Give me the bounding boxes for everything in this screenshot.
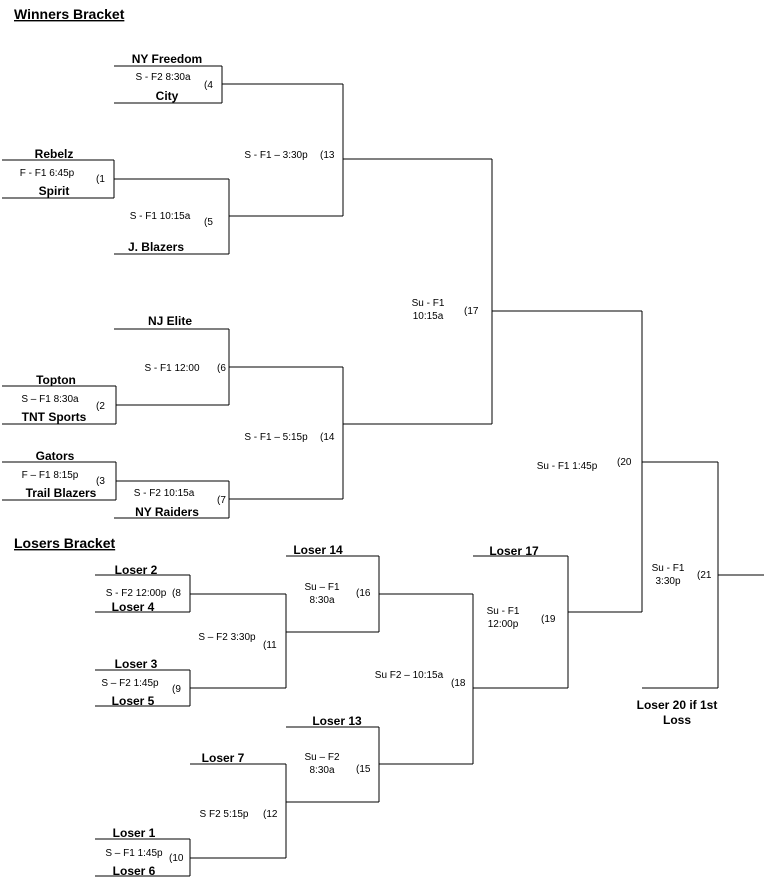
game-12-number: (12 bbox=[263, 809, 278, 820]
game-3-number: (3 bbox=[96, 476, 105, 487]
game-16-time-line1: Su – F1 bbox=[304, 582, 339, 593]
team-nj-elite: NJ Elite bbox=[148, 314, 192, 328]
game-15-number: (15 bbox=[356, 764, 371, 775]
game-10-time: S – F1 1:45p bbox=[105, 848, 163, 859]
losers-bracket-lines bbox=[95, 555, 718, 877]
game-17-time-line1: Su - F1 bbox=[412, 298, 445, 309]
game-16-number: (16 bbox=[356, 588, 371, 599]
team-gators: Gators bbox=[36, 449, 75, 463]
winners-bracket-lines bbox=[2, 65, 764, 688]
team-loser-1: Loser 1 bbox=[113, 826, 156, 840]
game-16-time-line2: 8:30a bbox=[309, 595, 334, 606]
game-4-time: S - F2 8:30a bbox=[135, 72, 190, 83]
game-9-number: (9 bbox=[172, 684, 181, 695]
game-7-number: (7 bbox=[217, 495, 226, 506]
team-loser-13: Loser 13 bbox=[312, 714, 362, 728]
team-spirit: Spirit bbox=[39, 184, 70, 198]
game-5-number: (5 bbox=[204, 217, 213, 228]
game-7-time: S - F2 10:15a bbox=[134, 488, 195, 499]
game-14-time: S - F1 – 5:15p bbox=[244, 432, 308, 443]
team-loser-17: Loser 17 bbox=[489, 544, 539, 558]
game-2-time: S – F1 8:30a bbox=[21, 394, 79, 405]
game-17-number: (17 bbox=[464, 306, 479, 317]
game-6-time: S - F1 12:00 bbox=[144, 363, 199, 374]
team-rebelz: Rebelz bbox=[35, 147, 74, 161]
team-trail-blazers: Trail Blazers bbox=[26, 486, 97, 500]
game-18-number: (18 bbox=[451, 678, 466, 689]
game-14-number: (14 bbox=[320, 432, 335, 443]
game-1-number: (1 bbox=[96, 174, 105, 185]
team-ny-freedom: NY Freedom bbox=[132, 52, 202, 66]
team-loser-7: Loser 7 bbox=[202, 751, 245, 765]
team-loser-5: Loser 5 bbox=[112, 694, 155, 708]
team-loser-20-line2: Loss bbox=[663, 713, 691, 727]
team-j-blazers: J. Blazers bbox=[128, 240, 184, 254]
game-13-number: (13 bbox=[320, 150, 335, 161]
game-18-time: Su F2 – 10:15a bbox=[375, 670, 444, 681]
game-19-number: (19 bbox=[541, 614, 556, 625]
game-20-number: (20 bbox=[617, 457, 632, 468]
team-loser-20-line1: Loser 20 if 1st bbox=[637, 698, 718, 712]
game-17-time-line2: 10:15a bbox=[413, 311, 444, 322]
game-5-time: S - F1 10:15a bbox=[130, 211, 191, 222]
team-loser-14: Loser 14 bbox=[293, 543, 343, 557]
game-11-time: S – F2 3:30p bbox=[198, 632, 256, 643]
winners-bracket-title: Winners Bracket bbox=[14, 6, 125, 22]
game-3-time: F – F1 8:15p bbox=[22, 470, 79, 481]
game-19-time-line1: Su - F1 bbox=[487, 606, 520, 617]
game-8-time: S - F2 12:00p bbox=[106, 588, 167, 599]
team-loser-4: Loser 4 bbox=[112, 600, 155, 614]
losers-bracket-title: Losers Bracket bbox=[14, 535, 116, 551]
game-6-number: (6 bbox=[217, 363, 226, 374]
team-loser-6: Loser 6 bbox=[113, 864, 156, 878]
team-city: City bbox=[156, 89, 179, 103]
game-13-time: S - F1 – 3:30p bbox=[244, 150, 308, 161]
game-15-time-line2: 8:30a bbox=[309, 765, 334, 776]
game-21-time-line2: 3:30p bbox=[655, 576, 680, 587]
game-15-time-line1: Su – F2 bbox=[304, 752, 339, 763]
team-tnt-sports: TNT Sports bbox=[22, 410, 87, 424]
game-11-number: (11 bbox=[263, 640, 277, 651]
game-10-number: (10 bbox=[169, 853, 184, 864]
game-8-number: (8 bbox=[172, 588, 181, 599]
game-19-time-line2: 12:00p bbox=[488, 619, 519, 630]
team-loser-2: Loser 2 bbox=[115, 563, 158, 577]
game-1-time: F - F1 6:45p bbox=[20, 168, 75, 179]
game-12-time: S F2 5:15p bbox=[200, 809, 249, 820]
team-ny-raiders: NY Raiders bbox=[135, 505, 199, 519]
game-21-number: (21 bbox=[697, 570, 712, 581]
team-loser-3: Loser 3 bbox=[115, 657, 158, 671]
game-2-number: (2 bbox=[96, 401, 105, 412]
game-9-time: S – F2 1:45p bbox=[101, 678, 159, 689]
team-topton: Topton bbox=[36, 373, 76, 387]
game-4-number: (4 bbox=[204, 80, 213, 91]
game-21-time-line1: Su - F1 bbox=[652, 563, 685, 574]
game-20-time: Su - F1 1:45p bbox=[537, 461, 598, 472]
